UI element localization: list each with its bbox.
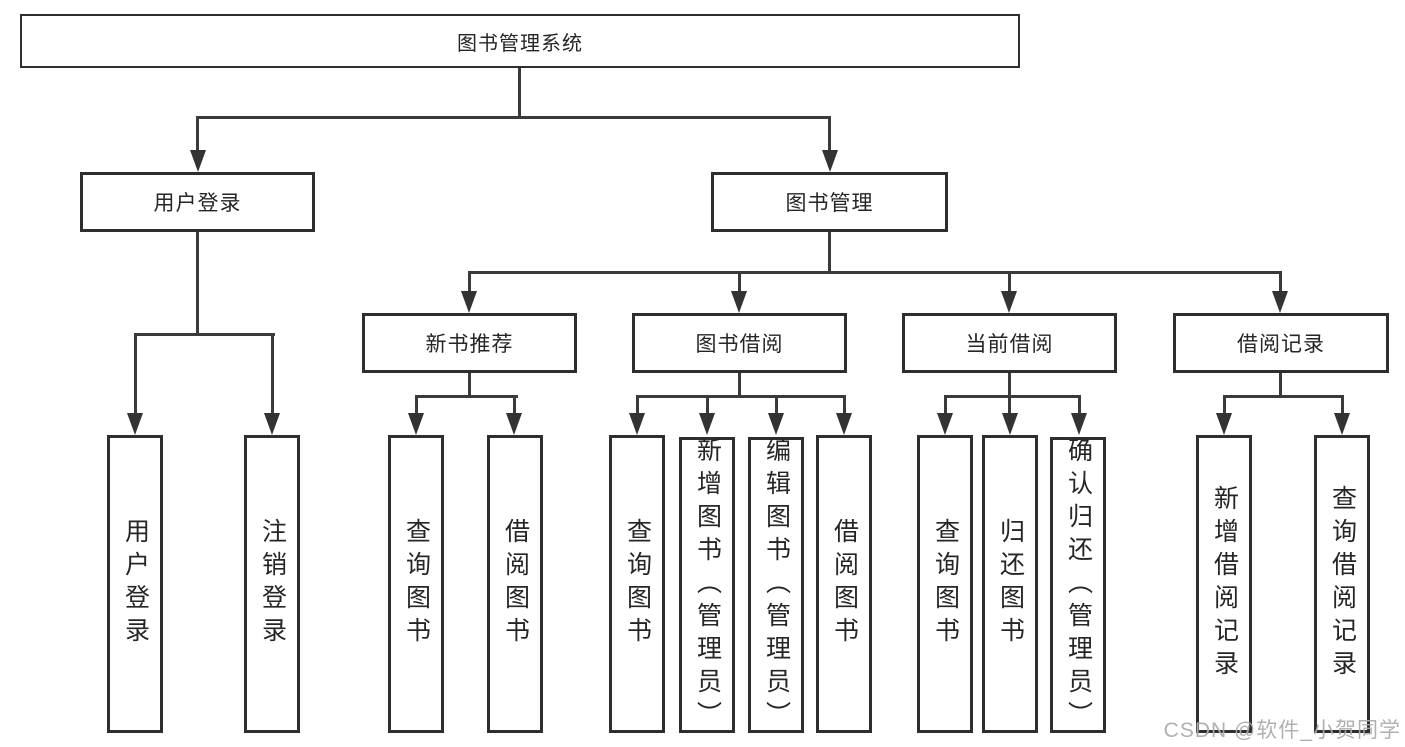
arrowhead-down-icon <box>264 413 280 435</box>
node-new-book-recommend: 新书推荐 <box>362 313 577 373</box>
leaf-edit-books-admin: 编辑图书（管理员） <box>748 436 804 734</box>
arrowhead-down-icon <box>461 291 477 313</box>
connector-line <box>843 395 846 417</box>
node-label: 图书借阅 <box>695 333 784 356</box>
leaf-query-books-recommend: 查询图书 <box>388 435 444 733</box>
connector-line <box>271 333 274 415</box>
connector-line <box>1279 271 1282 295</box>
node-label: 用户登录 <box>121 518 150 650</box>
node-label: 新书推荐 <box>425 333 514 356</box>
leaf-add-borrow-record: 新增借阅记录 <box>1196 435 1252 733</box>
node-label: 图书管理 <box>785 192 874 215</box>
connector-line <box>196 116 831 119</box>
connector-line <box>1341 395 1344 417</box>
node-borrow-records: 借阅记录 <box>1173 313 1389 373</box>
connector-line <box>828 116 831 154</box>
node-book-borrow: 图书借阅 <box>632 313 847 373</box>
leaf-borrow-books-recommend: 借阅图书 <box>487 435 543 733</box>
node-label: 归还图书 <box>996 518 1025 650</box>
connector-line <box>1008 373 1011 398</box>
node-label: 图书管理系统 <box>457 32 583 55</box>
connector-line <box>944 395 1081 398</box>
node-label: 查询图书 <box>931 518 960 650</box>
node-label: 借阅图书 <box>830 518 859 650</box>
leaf-borrow-books: 借阅图书 <box>816 435 872 733</box>
leaf-query-books-current: 查询图书 <box>917 435 973 733</box>
leaf-query-books-borrow: 查询图书 <box>609 435 665 733</box>
arrowhead-down-icon <box>1071 413 1087 435</box>
leaf-user-login: 用户登录 <box>107 435 163 733</box>
arrowhead-down-icon <box>1272 291 1288 313</box>
connector-line <box>944 395 947 417</box>
connector-line <box>1078 395 1081 417</box>
connector-line <box>1223 395 1344 398</box>
leaf-logout: 注销登录 <box>244 435 300 733</box>
csdn-watermark: CSDN @软件_小贺同学 <box>1163 719 1401 742</box>
node-book-management: 图书管理 <box>711 172 948 232</box>
arrowhead-down-icon <box>1216 413 1232 435</box>
arrowhead-down-icon <box>127 413 143 435</box>
node-label: 注销登录 <box>258 518 287 650</box>
leaf-confirm-return-admin: 确认归还（管理员） <box>1050 436 1106 734</box>
arrowhead-down-icon <box>768 413 784 435</box>
node-label: 借阅图书 <box>501 518 530 650</box>
connector-line <box>1008 395 1011 417</box>
connector-line <box>706 395 709 417</box>
connector-line <box>636 395 846 398</box>
connector-line <box>775 395 778 417</box>
connector-line <box>196 232 199 336</box>
connector-line <box>468 271 471 295</box>
connector-line <box>828 232 831 274</box>
connector-line <box>738 271 741 295</box>
arrowhead-down-icon <box>731 291 747 313</box>
node-label: 编辑图书（管理员） <box>762 436 791 734</box>
node-current-borrow: 当前借阅 <box>902 313 1117 373</box>
arrowhead-down-icon <box>190 150 206 172</box>
connector-line <box>1008 271 1011 295</box>
leaf-add-books-admin: 新增图书（管理员） <box>679 436 735 734</box>
connector-line <box>1279 373 1282 398</box>
node-label: 用户登录 <box>153 192 242 215</box>
node-label: 查询图书 <box>623 518 652 650</box>
connector-line <box>1223 395 1226 417</box>
leaf-return-books: 归还图书 <box>982 435 1038 733</box>
arrowhead-down-icon <box>699 413 715 435</box>
node-label: 借阅记录 <box>1237 333 1325 356</box>
arrowhead-down-icon <box>1001 291 1017 313</box>
connector-line <box>415 395 518 398</box>
node-label: 新增图书（管理员） <box>693 436 722 734</box>
node-user-login: 用户登录 <box>80 172 315 232</box>
connector-line <box>196 116 199 154</box>
arrowhead-down-icon <box>408 413 424 435</box>
arrowhead-down-icon <box>822 150 838 172</box>
connector-line <box>518 68 521 119</box>
connector-line <box>134 333 137 415</box>
node-label: 新增借阅记录 <box>1210 485 1239 683</box>
connector-line <box>636 395 639 417</box>
connector-line <box>468 373 471 398</box>
arrowhead-down-icon <box>1002 413 1018 435</box>
leaf-query-borrow-record: 查询借阅记录 <box>1314 435 1370 733</box>
arrowhead-down-icon <box>1334 413 1350 435</box>
connector-line <box>134 333 275 336</box>
node-label: 查询图书 <box>402 518 431 650</box>
arrowhead-down-icon <box>629 413 645 435</box>
node-label: 确认归还（管理员） <box>1064 436 1093 734</box>
node-label: 当前借阅 <box>965 333 1054 356</box>
connector-line <box>415 395 418 417</box>
connector-line <box>513 395 516 417</box>
node-label: 查询借阅记录 <box>1328 485 1357 683</box>
arrowhead-down-icon <box>937 413 953 435</box>
connector-line <box>738 373 741 398</box>
arrowhead-down-icon <box>506 413 522 435</box>
arrowhead-down-icon <box>836 413 852 435</box>
node-library-management-system: 图书管理系统 <box>20 14 1020 68</box>
connector-line <box>468 271 1282 274</box>
